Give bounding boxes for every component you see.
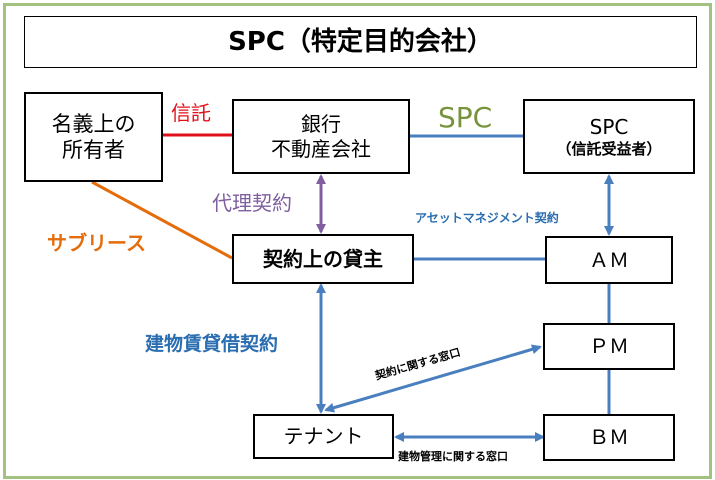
node-nominal-owner-line1: 名義上の [51,111,136,136]
page-title: SPC（特定目的会社） [24,16,697,68]
title-text: SPC（特定目的会社） [228,26,493,57]
contract-window-arrow [324,344,542,413]
node-tenant: テナント [253,414,394,459]
node-tenant-label: テナント [283,424,364,448]
node-spc-line2: （信託受益者） [556,139,662,158]
node-lessor-label: 契約上の貸主 [263,246,383,271]
sublease-line [91,180,233,260]
node-bm: ＢＭ [543,414,675,461]
label-lease: 建物賃貸借契約 [145,333,279,355]
label-trust: 信託 [171,101,211,125]
node-am-label: ＡＭ [589,247,629,272]
node-spc: SPC （信託受益者） [523,99,695,174]
node-lessor: 契約上の貸主 [232,234,414,284]
node-bank: 銀行 不動産会社 [232,99,410,174]
node-nominal-owner-line2: 所有者 [62,138,125,162]
node-pm: ＰＭ [543,323,675,370]
node-bm-label: ＢＭ [589,425,629,449]
node-nominal-owner: 名義上の 所有者 [24,92,163,182]
label-spc-link: SPC [438,101,493,134]
label-asset-mgmt: アセットマネジメント契約 [415,211,559,225]
label-agency: 代理契約 [212,191,292,215]
node-pm-label: ＰＭ [589,334,629,358]
label-sublease: サブリース [47,231,146,255]
node-am: ＡＭ [545,236,673,284]
node-spc-line1: SPC [589,114,629,139]
label-bm-window: 建物管理に関する窓口 [398,450,508,463]
node-bank-line1: 銀行 [301,111,341,136]
node-bank-line2: 不動産会社 [271,136,371,161]
